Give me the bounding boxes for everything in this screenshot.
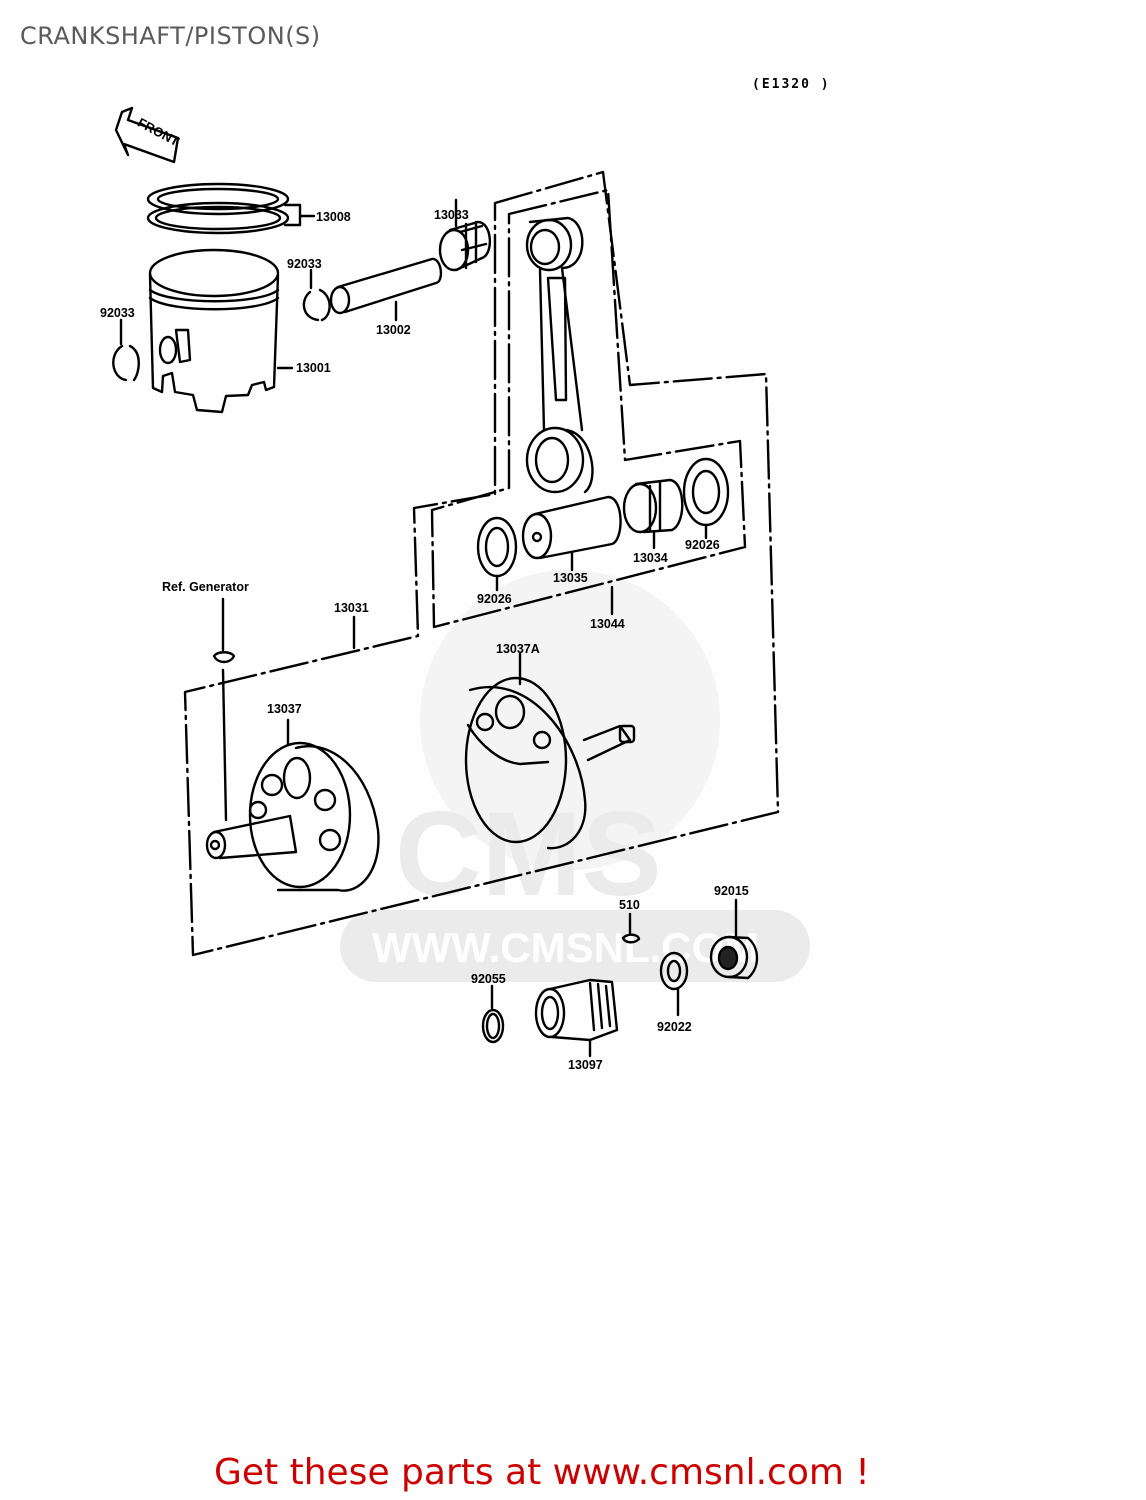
part-13037-crank-half-left[interactable] — [205, 718, 380, 892]
front-arrow-icon: FRONT — [114, 106, 182, 164]
label-92015[interactable]: 92015 — [714, 884, 749, 898]
part-13033-needle-bearing[interactable] — [438, 198, 491, 272]
part-92022-washer[interactable] — [659, 951, 689, 1017]
cmsnl-promo-link[interactable]: Get these parts at www.cmsnl.com ! — [214, 1452, 870, 1493]
label-13037[interactable]: 13037 — [267, 702, 302, 716]
conrod-kit-boundary — [183, 170, 780, 957]
part-13001-piston[interactable] — [148, 248, 294, 414]
watermark-logo: CMS — [395, 787, 662, 921]
label-92055[interactable]: 92055 — [471, 972, 506, 986]
label-13031[interactable]: 13031 — [334, 601, 369, 615]
label-13002[interactable]: 13002 — [376, 323, 411, 337]
part-92033-clip-right[interactable] — [302, 268, 331, 322]
part-13035-crankpin[interactable] — [521, 495, 622, 572]
label-92033-right[interactable]: 92033 — [287, 257, 322, 271]
label-13044[interactable]: 13044 — [590, 617, 625, 631]
part-13097-gear[interactable] — [534, 978, 619, 1058]
svg-text:FRONT: FRONT — [135, 115, 182, 149]
part-13002-piston-pin[interactable] — [329, 257, 443, 322]
part-connecting-rod[interactable] — [525, 216, 594, 494]
label-13097[interactable]: 13097 — [568, 1058, 603, 1072]
ref-generator-key[interactable] — [212, 597, 236, 822]
part-13037A-crank-half-right[interactable] — [464, 652, 636, 850]
label-13001[interactable]: 13001 — [296, 361, 331, 375]
part-13008-piston-rings[interactable] — [146, 182, 316, 235]
part-510-key[interactable] — [621, 912, 641, 944]
label-92026-right[interactable]: 92026 — [685, 538, 720, 552]
label-13008[interactable]: 13008 — [316, 210, 351, 224]
label-13034[interactable]: 13034 — [633, 551, 668, 565]
page-title: CRANKSHAFT/PISTON(S) — [20, 22, 321, 50]
cmsnl-watermark: CMS WWW.CMSNL.COM — [340, 570, 810, 982]
label-510[interactable]: 510 — [619, 898, 640, 912]
label-ref-generator[interactable]: Ref. Generator — [162, 580, 249, 594]
label-13037A[interactable]: 13037A — [496, 642, 540, 656]
label-13035[interactable]: 13035 — [553, 571, 588, 585]
part-92015-nut[interactable] — [709, 898, 759, 980]
part-13034-big-end-bearing[interactable] — [622, 478, 684, 550]
part-92055-o-ring[interactable] — [481, 984, 505, 1044]
label-92026-left[interactable]: 92026 — [477, 592, 512, 606]
part-92026-thrust-washer-right[interactable] — [682, 457, 730, 540]
part-labels: 13008 13033 92033 92033 13002 13001 1303… — [100, 208, 749, 1072]
watermark-url: WWW.CMSNL.COM — [372, 924, 759, 971]
label-92022[interactable]: 92022 — [657, 1020, 692, 1034]
part-92033-clip-left[interactable] — [112, 318, 140, 382]
part-92026-thrust-washer-left[interactable] — [476, 516, 518, 592]
label-13033[interactable]: 13033 — [434, 208, 469, 222]
label-92033-left[interactable]: 92033 — [100, 306, 135, 320]
diagram-code: (E1320 ) — [752, 77, 831, 92]
